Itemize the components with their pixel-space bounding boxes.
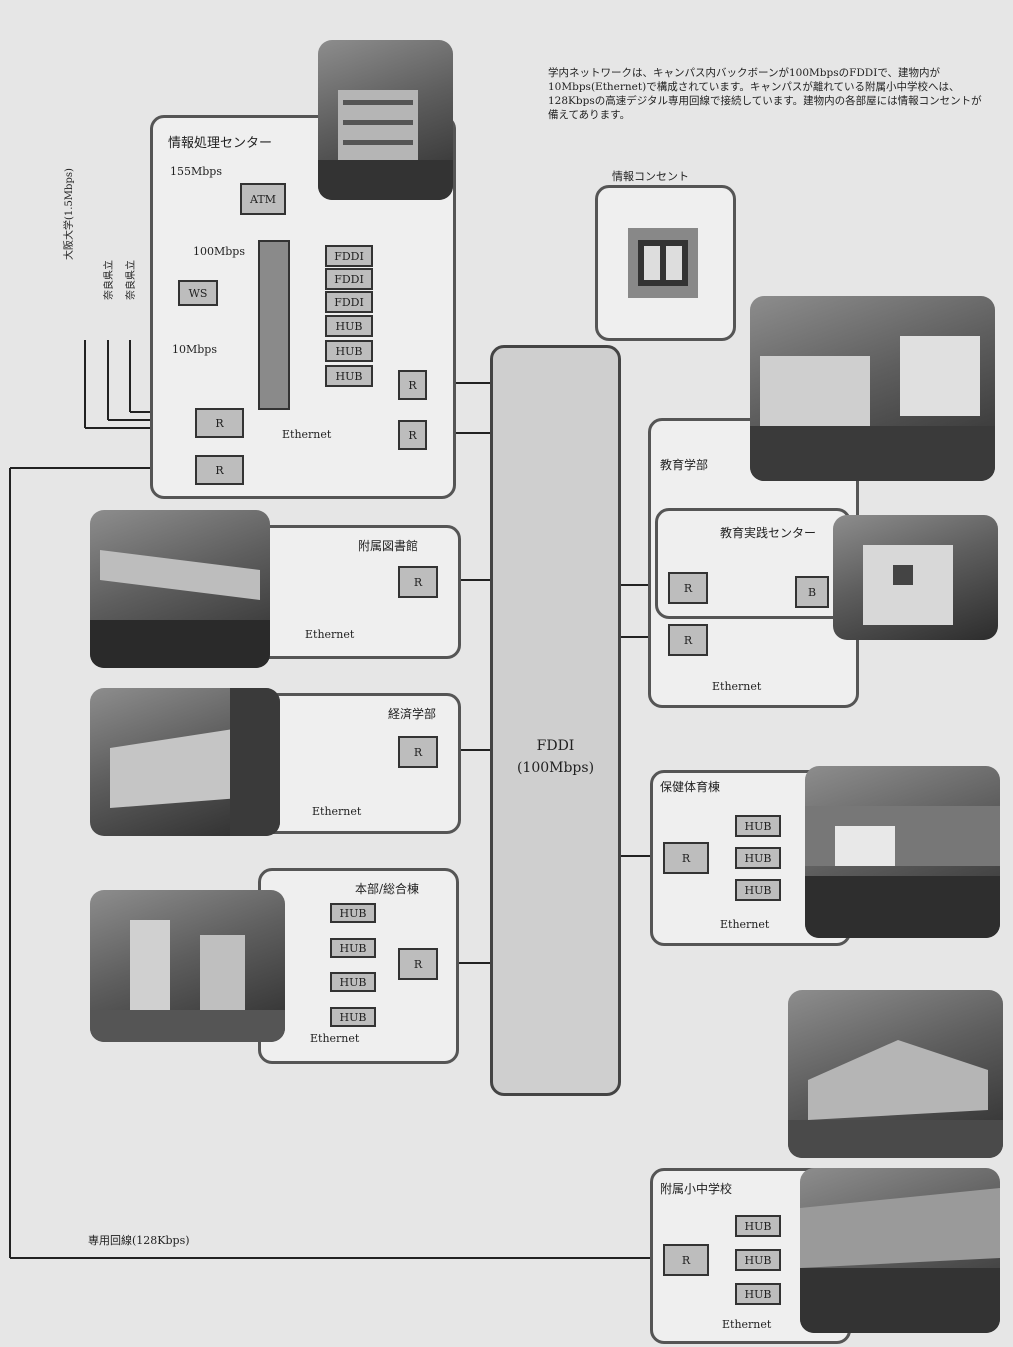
admin-hub-3: HUB bbox=[330, 972, 376, 992]
health-hub-1: HUB bbox=[735, 815, 781, 837]
health-hub-3: HUB bbox=[735, 879, 781, 901]
admin-router: R bbox=[398, 948, 438, 980]
school-photo-2 bbox=[800, 1168, 1000, 1333]
external-line-1: 大阪大学(1.5Mbps) bbox=[60, 168, 75, 260]
education-router-1: R bbox=[668, 572, 708, 604]
library-ethernet: Ethernet bbox=[305, 628, 354, 641]
admin-photo bbox=[90, 890, 285, 1042]
center-hub-2: HUB bbox=[325, 340, 373, 362]
fddi-hub-1: FDDI bbox=[325, 245, 373, 267]
practice-bridge: B bbox=[795, 576, 829, 608]
health-ethernet: Ethernet bbox=[720, 918, 769, 931]
network-description: 学内ネットワークは、キャンパス内バックボーンが100MbpsのFDDIで、建物内… bbox=[548, 66, 988, 122]
workstation: WS bbox=[178, 280, 218, 306]
library-photo bbox=[90, 510, 270, 668]
education-router-2: R bbox=[668, 624, 708, 656]
practice-center-name: 教育実践センター bbox=[720, 524, 816, 541]
admin-hub-2: HUB bbox=[330, 938, 376, 958]
fddi-hub-3: FDDI bbox=[325, 291, 373, 313]
fddi-speed: (100Mbps) bbox=[493, 760, 618, 776]
center-router-1: R bbox=[398, 370, 427, 400]
school-ethernet: Ethernet bbox=[722, 1318, 771, 1331]
center-router-4: R bbox=[195, 455, 244, 485]
education-ethernet: Ethernet bbox=[712, 680, 761, 693]
center-photo bbox=[318, 40, 453, 200]
economics-ethernet: Ethernet bbox=[312, 805, 361, 818]
school-photo bbox=[788, 990, 1003, 1158]
speed-100-label: 100Mbps bbox=[193, 245, 245, 258]
school-hub-1: HUB bbox=[735, 1215, 781, 1237]
health-router: R bbox=[663, 842, 709, 874]
health-hub-2: HUB bbox=[735, 847, 781, 869]
economics-photo bbox=[90, 688, 280, 836]
outlet-title: 情報コンセント bbox=[612, 168, 689, 184]
center-ethernet-label: Ethernet bbox=[282, 428, 331, 441]
atm-switch: ATM bbox=[240, 183, 286, 215]
leased-line-label: 専用回線(128Kbps) bbox=[88, 1232, 190, 1248]
speed-10-label: 10Mbps bbox=[172, 343, 217, 356]
center-hub-1: HUB bbox=[325, 315, 373, 337]
school-name: 附属小中学校 bbox=[660, 1180, 732, 1197]
fddi-backbone: FDDI (100Mbps) bbox=[490, 345, 621, 1096]
library-router: R bbox=[398, 566, 438, 598]
fddi-hub-2: FDDI bbox=[325, 268, 373, 290]
education-name: 教育学部 bbox=[660, 456, 708, 473]
education-photo bbox=[750, 296, 995, 481]
outlet-icon bbox=[628, 228, 698, 298]
fddi-name: FDDI bbox=[493, 738, 618, 754]
center-router-2: R bbox=[398, 420, 427, 450]
school-hub-2: HUB bbox=[735, 1249, 781, 1271]
outlet-panel bbox=[595, 185, 736, 341]
health-photo bbox=[805, 766, 1000, 938]
admin-name: 本部/総合棟 bbox=[355, 880, 419, 897]
library-name: 附属図書館 bbox=[358, 537, 418, 554]
admin-hub-1: HUB bbox=[330, 903, 376, 923]
atm-speed-label: 155Mbps bbox=[170, 165, 222, 178]
admin-hub-4: HUB bbox=[330, 1007, 376, 1027]
external-line-2: 奈良県立 bbox=[100, 260, 115, 300]
center-hub-3: HUB bbox=[325, 365, 373, 387]
school-router: R bbox=[663, 1244, 709, 1276]
external-line-3: 奈良県立 bbox=[122, 260, 137, 300]
center-switch bbox=[258, 240, 290, 410]
school-hub-3: HUB bbox=[735, 1283, 781, 1305]
health-name: 保健体育棟 bbox=[660, 778, 720, 795]
center-title: 情報処理センター bbox=[168, 132, 272, 151]
center-router-3: R bbox=[195, 408, 244, 438]
admin-ethernet: Ethernet bbox=[310, 1032, 359, 1045]
practice-center-photo bbox=[833, 515, 998, 640]
economics-name: 経済学部 bbox=[388, 705, 436, 722]
economics-router: R bbox=[398, 736, 438, 768]
